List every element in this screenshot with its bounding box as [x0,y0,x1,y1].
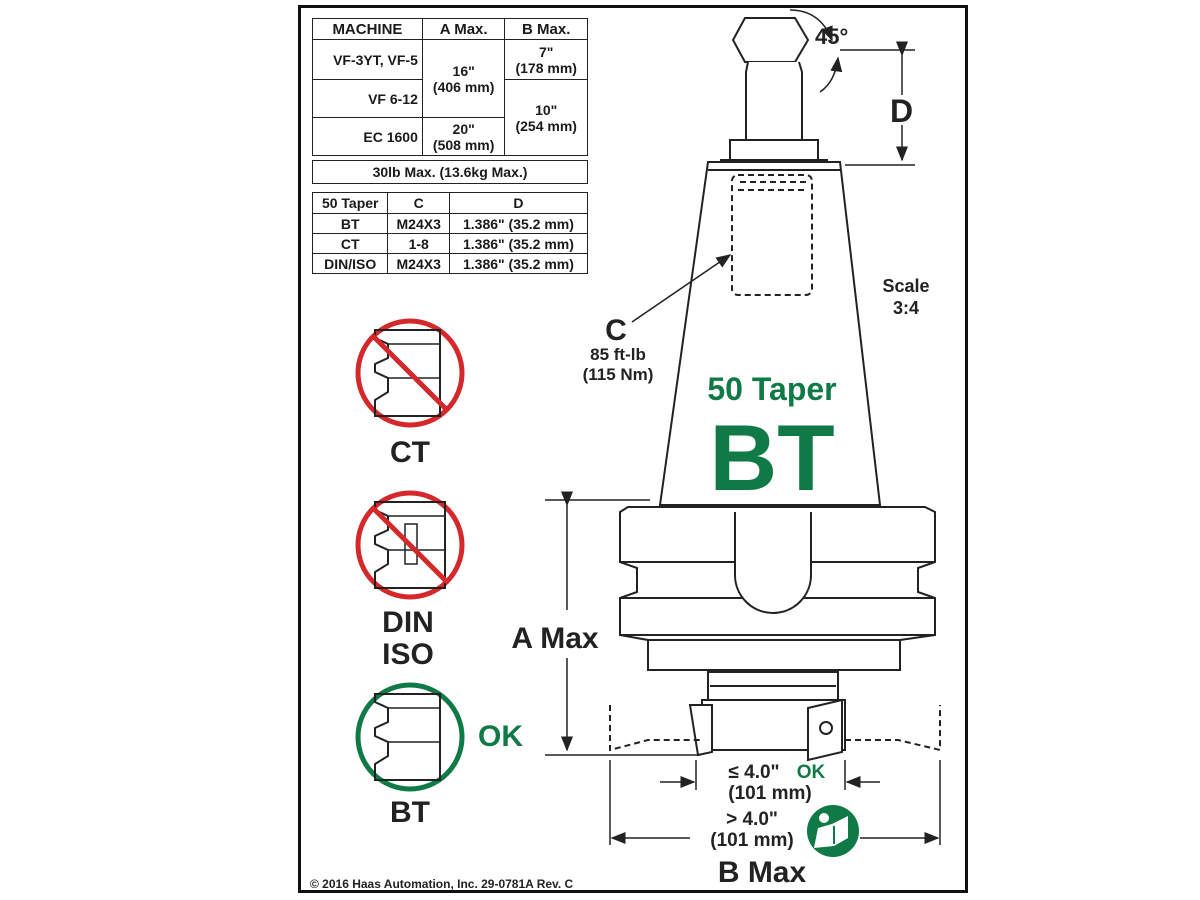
machine-cell: VF-3YT, VF-5 [312,39,423,80]
a-max-label: A Max [511,622,599,655]
dimension-cutter-width [660,760,880,790]
taper-cone [658,161,882,506]
machine-cell: EC 1600 [312,117,423,156]
torque-ftlb: 85 ft-lb [590,345,646,364]
col-b-max: B Max. [504,18,588,40]
ok-small: OK [797,762,826,783]
d-label: D [890,93,913,129]
taper-title: 50 Taper [707,371,836,407]
angle-arc [789,9,843,93]
table-row: BT M24X3 1.386" (35.2 mm) [311,213,589,234]
bt-flange-icon [355,682,465,792]
ok-label: OK [478,720,523,753]
flange [619,506,936,671]
scale-value: 3:4 [893,298,919,318]
c-label: C [605,314,627,347]
manual-reading-icon [807,805,859,857]
din-label: DIN [382,606,434,639]
gt-limit-mm: (101 mm) [710,830,793,851]
scale-label: Scale [882,276,929,296]
c-leader [631,254,732,323]
b-max-label: B Max [718,856,807,889]
torque-nm: (115 Nm) [583,365,654,384]
max-envelope [609,705,702,752]
table-row: CT 1-8 1.386" (35.2 mm) [311,233,589,254]
taper-table: 50 Taper C D BT M24X3 1.386" (35.2 mm) C… [311,192,589,274]
b-max-cell: 10" (254 mm) [504,79,588,156]
internal-thread [731,174,813,296]
gt-limit: > 4.0" [726,809,778,830]
weight-note-box: 30lb Max. (13.6kg Max.) [312,160,588,184]
b-max-cell: 7" (178 mm) [504,39,588,80]
le-limit: ≤ 4.0" [728,762,779,783]
pull-stud [720,17,828,161]
dimension-b [609,760,941,845]
le-limit-mm: (101 mm) [728,783,811,804]
col-taper: 50 Taper [311,192,389,214]
col-a-max: A Max. [421,18,506,40]
ct-label: CT [390,436,430,469]
bt-label: BT [390,796,430,829]
table-row: DIN/ISO M24X3 1.386" (35.2 mm) [311,253,589,274]
machine-cell: VF 6-12 [312,79,423,118]
copyright: © 2016 Haas Automation, Inc. 29-0781A Re… [310,877,573,891]
dimension-a [545,491,700,756]
machine-limits-table: MACHINE A Max. B Max. VF-3YT, VF-5 16" (… [312,18,588,156]
iso-label: ISO [382,638,434,671]
din-iso-flange-icon [355,490,465,600]
a-max-cell: 20" (508 mm) [421,117,506,156]
ct-flange-icon [355,318,465,428]
cutter [688,671,846,762]
angle-label: 45° [815,24,848,49]
dimension-d [840,41,915,166]
drawing-frame [298,5,968,893]
taper-type: BT [709,405,834,510]
weight-note: 30lb Max. (13.6kg Max.) [312,160,588,184]
